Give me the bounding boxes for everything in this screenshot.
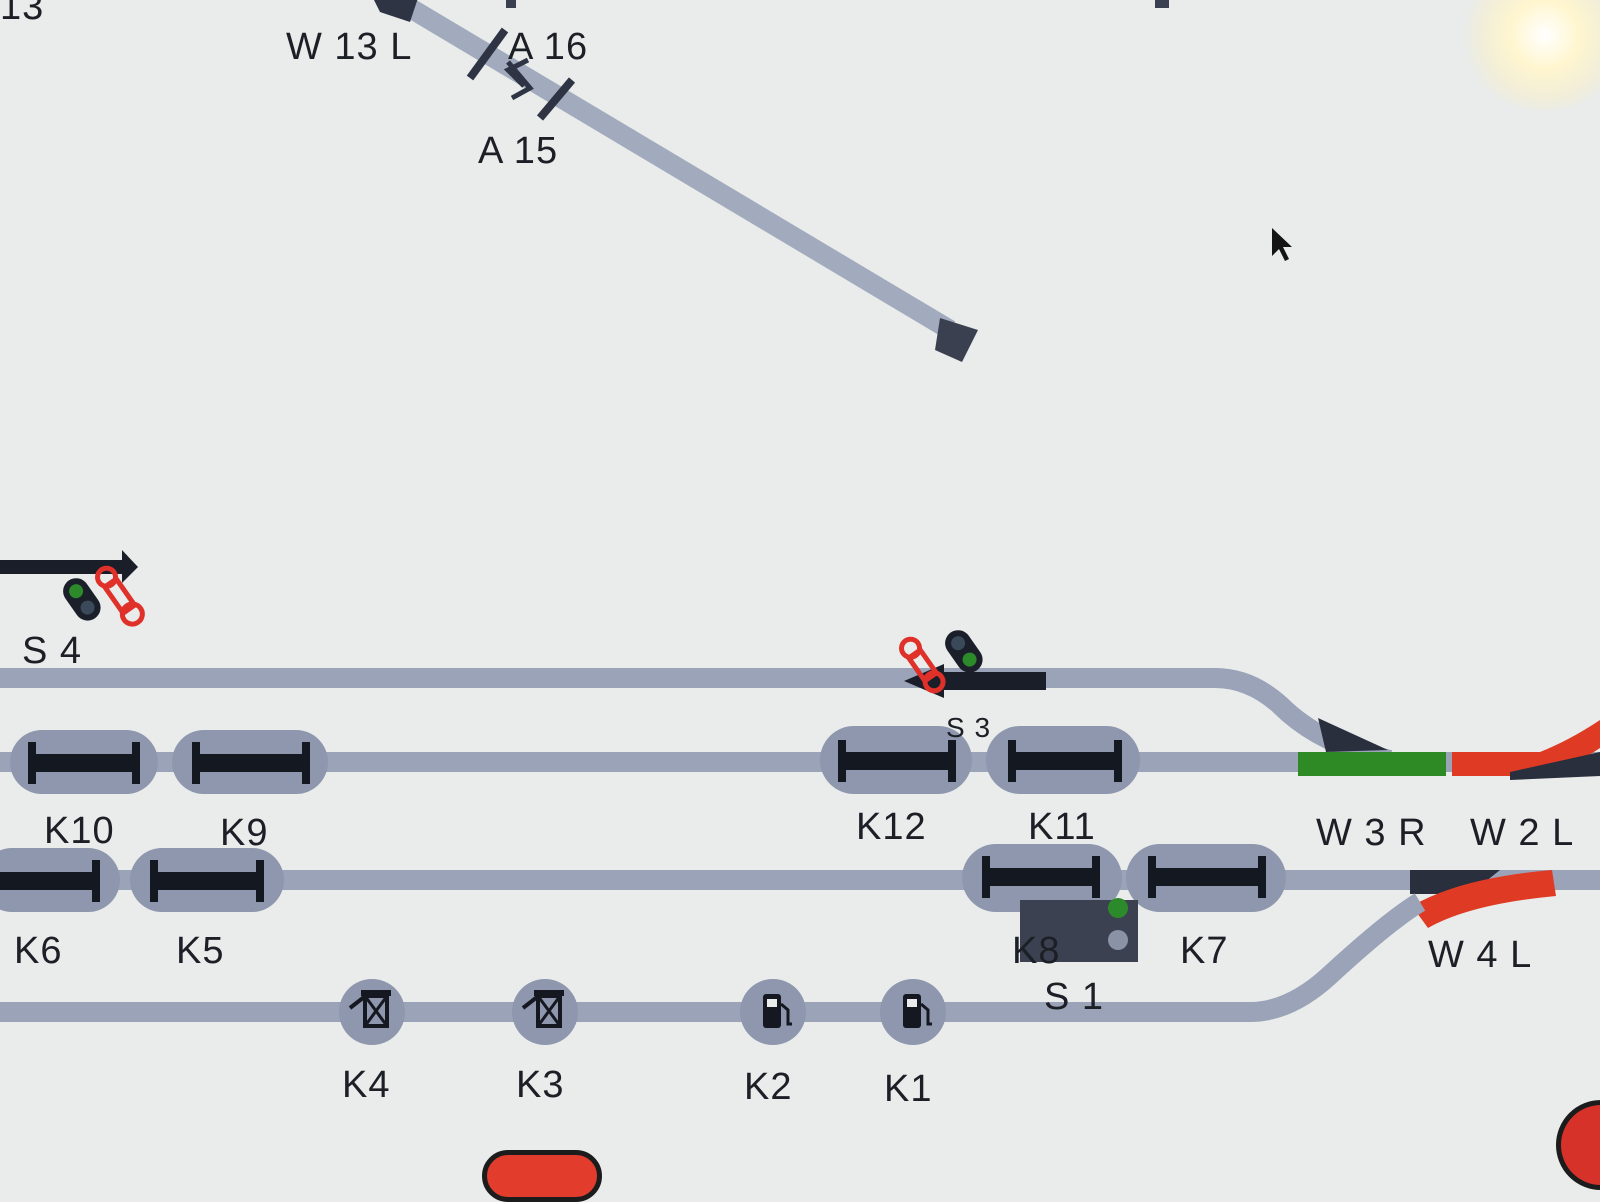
block-k6[interactable] <box>0 848 120 912</box>
emergency-stop-button[interactable] <box>482 1150 602 1202</box>
label-k5: K5 <box>176 930 225 972</box>
label-k7: K7 <box>1180 930 1229 972</box>
block-k12[interactable] <box>820 726 972 794</box>
switch-w3r-segment[interactable] <box>1298 752 1446 776</box>
label-a16: A 16 <box>508 26 589 68</box>
mouse-pointer-icon <box>1272 228 1292 261</box>
k3-coal-crane-icon[interactable] <box>512 979 578 1045</box>
label-a15: A 15 <box>478 130 559 172</box>
label-k4: K4 <box>342 1064 391 1106</box>
s1-main-signal-icon[interactable] <box>1020 898 1138 962</box>
label-w3r: W 3 R <box>1316 812 1427 854</box>
label-s1: S 1 <box>1044 976 1105 1018</box>
track-bottom <box>0 893 1426 1022</box>
s3-signal-disc-icon <box>899 636 946 694</box>
label-k6: K6 <box>14 930 63 972</box>
label-w13l: W 13 L <box>286 26 413 68</box>
label-k8: K8 <box>1012 930 1061 972</box>
k2-fuel-pump-icon[interactable] <box>740 979 806 1045</box>
w13l-switch[interactable] <box>370 0 420 22</box>
switch-w4l-segment[interactable] <box>1412 870 1556 928</box>
label-w4l: W 4 L <box>1428 934 1533 976</box>
upper-diagonal-track <box>370 0 1169 362</box>
s4-shunting-signal-icon[interactable] <box>58 573 106 626</box>
block-k8[interactable] <box>962 844 1122 912</box>
k4-coal-crane-icon[interactable] <box>339 979 405 1045</box>
block-k11[interactable] <box>986 726 1140 794</box>
k1-fuel-pump-icon[interactable] <box>880 979 946 1045</box>
label-k2: K2 <box>744 1066 793 1108</box>
label-s4: S 4 <box>22 630 83 672</box>
s4-signal-disc-icon <box>95 565 145 627</box>
s4-track <box>0 550 1393 770</box>
block-k10[interactable] <box>10 730 158 794</box>
s3-shunting-signal-icon[interactable] <box>940 625 988 678</box>
label-k12: K12 <box>856 806 927 848</box>
label-k9: K9 <box>220 812 269 854</box>
label-13: 13 <box>0 0 45 28</box>
block-k5[interactable] <box>130 848 284 912</box>
label-s3: S 3 <box>946 712 992 743</box>
label-k3: K3 <box>516 1064 565 1106</box>
a16-isolator-icon[interactable] <box>466 27 576 121</box>
block-k9[interactable] <box>172 730 328 794</box>
track-end-buffer-icon <box>935 318 978 362</box>
label-k11: K11 <box>1028 806 1096 848</box>
label-w2l: W 2 L <box>1470 812 1575 854</box>
label-k1: K1 <box>884 1068 933 1110</box>
block-k7[interactable] <box>1126 844 1286 912</box>
label-k10: K10 <box>44 810 115 852</box>
